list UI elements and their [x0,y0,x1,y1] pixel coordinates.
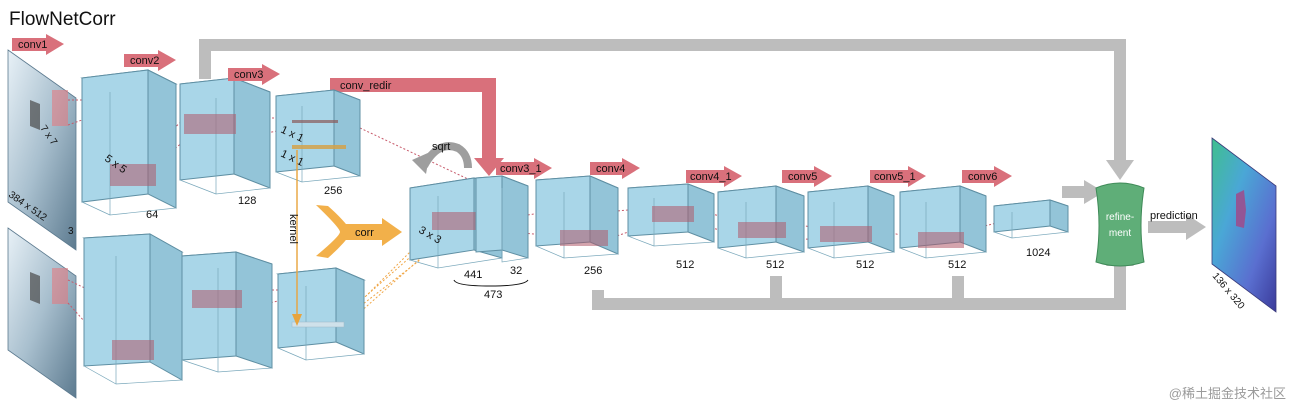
diagram-title: FlowNetCorr [9,9,116,30]
correlation-lines [339,231,433,331]
volume-conv-redir [475,175,529,263]
channels-32: 32 [510,265,522,277]
conv6-arrow: conv6 [962,166,1012,187]
conv6-to-refinement-arrow [1062,180,1104,204]
conv3-1-label: conv3_1 [500,163,542,175]
volume-conv1-bottom [82,233,184,385]
input-channels-label: 3 [68,226,74,237]
prediction-label: prediction [1150,210,1198,222]
channels-473: 473 [484,289,502,301]
channels-256-b: 256 [584,265,602,277]
refinement-block: refine- ment [1095,182,1145,267]
volume-conv1-top: 5 x 5 [80,69,178,216]
channels-512-d: 512 [948,259,966,271]
volume-conv3-bottom [276,267,366,361]
conv-redir-label: conv_redir [340,80,392,92]
conv4-1-label: conv4_1 [690,171,732,183]
conv3-arrow: conv3 [228,64,280,85]
channels-128: 128 [238,195,256,207]
channels-512-b: 512 [766,259,784,271]
sqrt-arrow: sqrt [412,141,472,174]
conv2-arrow: conv2 [124,50,176,71]
conv3-label: conv3 [234,69,263,81]
volume-conv5-1 [899,185,987,259]
kernel-op-label: kernel [287,214,299,244]
sqrt-label: sqrt [432,141,450,153]
conv1-label: conv1 [18,39,47,51]
volume-conv4 [627,183,715,247]
input-image-1: 7 x 7 [7,49,77,251]
conv4-arrow: conv4 [590,158,640,179]
conv2-label: conv2 [130,55,159,67]
volume-conv5 [807,185,895,259]
conv1-arrow: conv1 [12,34,64,55]
prediction-arrow [1148,214,1206,240]
input-image-2 [7,227,77,399]
corr-label: corr [355,227,374,239]
channels-256-a: 256 [324,185,342,197]
channels-1024: 1024 [1026,247,1050,259]
volume-conv4-1 [717,185,805,259]
output-flow-image [1211,137,1277,313]
conv3-1-arrow: conv3_1 [496,158,552,179]
conv5-arrow: conv5 [782,166,832,187]
volume-conv3-1 [535,175,619,259]
volume-conv6 [993,199,1069,239]
volume-conv2-bottom [181,251,273,373]
volume-conv2-top [179,77,271,195]
channels-441: 441 [464,269,482,281]
conv5-label: conv5 [788,171,817,183]
channels-512-a: 512 [676,259,694,271]
refinement-label-line1: refine- [1106,212,1134,223]
channels-512-c: 512 [856,259,874,271]
kernel-link-arrow: kernel [287,150,302,326]
skip-connection-top [199,39,1134,180]
corr-fork-arrow: corr [316,205,402,258]
conv5-1-label: conv5_1 [874,171,916,183]
volume-conv3-top: 1 x 1 1 x 1 [275,89,361,183]
channels-64: 64 [146,209,158,221]
refinement-label-line2: ment [1109,228,1131,239]
conv6-label: conv6 [968,171,997,183]
skip-connection-bottom [592,248,1134,310]
conv5-1-arrow: conv5_1 [870,166,926,187]
conv4-label: conv4 [596,163,625,175]
concat-brace [453,279,529,287]
conv4-1-arrow: conv4_1 [686,166,742,187]
watermark: @稀土掘金技术社区 [1169,386,1286,401]
